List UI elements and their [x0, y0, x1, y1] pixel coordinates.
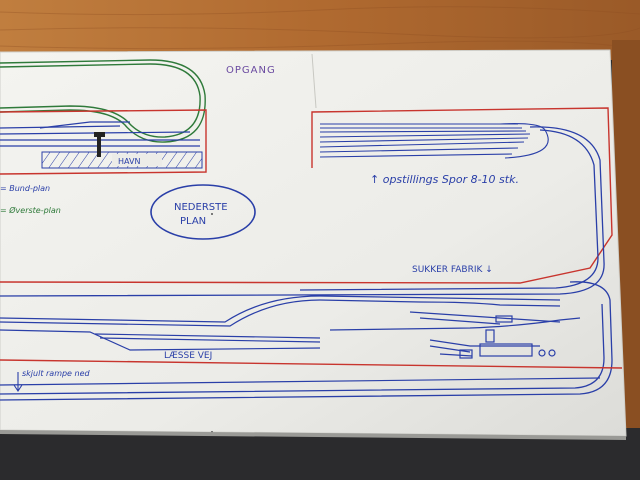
label-skjult-rampe: skjult rampe ned — [22, 369, 91, 378]
sukker-fabrik-buildings — [459, 315, 556, 359]
havn-label-bg — [112, 154, 162, 166]
label-sukker-fabrik: SUKKER FABRIK ↓ — [412, 265, 493, 275]
wood-grain — [0, 6, 640, 51]
crane-figure — [94, 132, 105, 157]
label-laesse-vej: LÆSSE VEJ — [164, 351, 212, 361]
label-plan: PLAN — [180, 216, 206, 227]
storage-siding-tracks — [319, 123, 549, 159]
nederste-plan-circle — [150, 184, 256, 240]
arrow-skjult-rampe — [13, 372, 23, 392]
legend-overste-plan: = Øverste-plan — [0, 205, 61, 215]
red-frame-sidings — [0, 107, 613, 284]
label-havn: HAVN — [118, 157, 140, 166]
red-frame-lower — [0, 359, 623, 369]
outer-loop-track — [0, 126, 613, 401]
red-frame-upper-left — [0, 109, 207, 175]
label-opgang: OPGANG — [226, 65, 276, 76]
label-nederste: NEDERSTE — [174, 202, 228, 213]
label-opstillings-spor: ↑ opstillings Spor 8-10 stk. — [370, 173, 519, 186]
green-top-plan-track — [0, 59, 206, 143]
board-seam — [311, 53, 317, 109]
board-bottom-shadow — [0, 430, 626, 440]
lower-level-tracks — [0, 295, 601, 386]
legend-bund-plan: = Bund-plan — [0, 184, 50, 193]
